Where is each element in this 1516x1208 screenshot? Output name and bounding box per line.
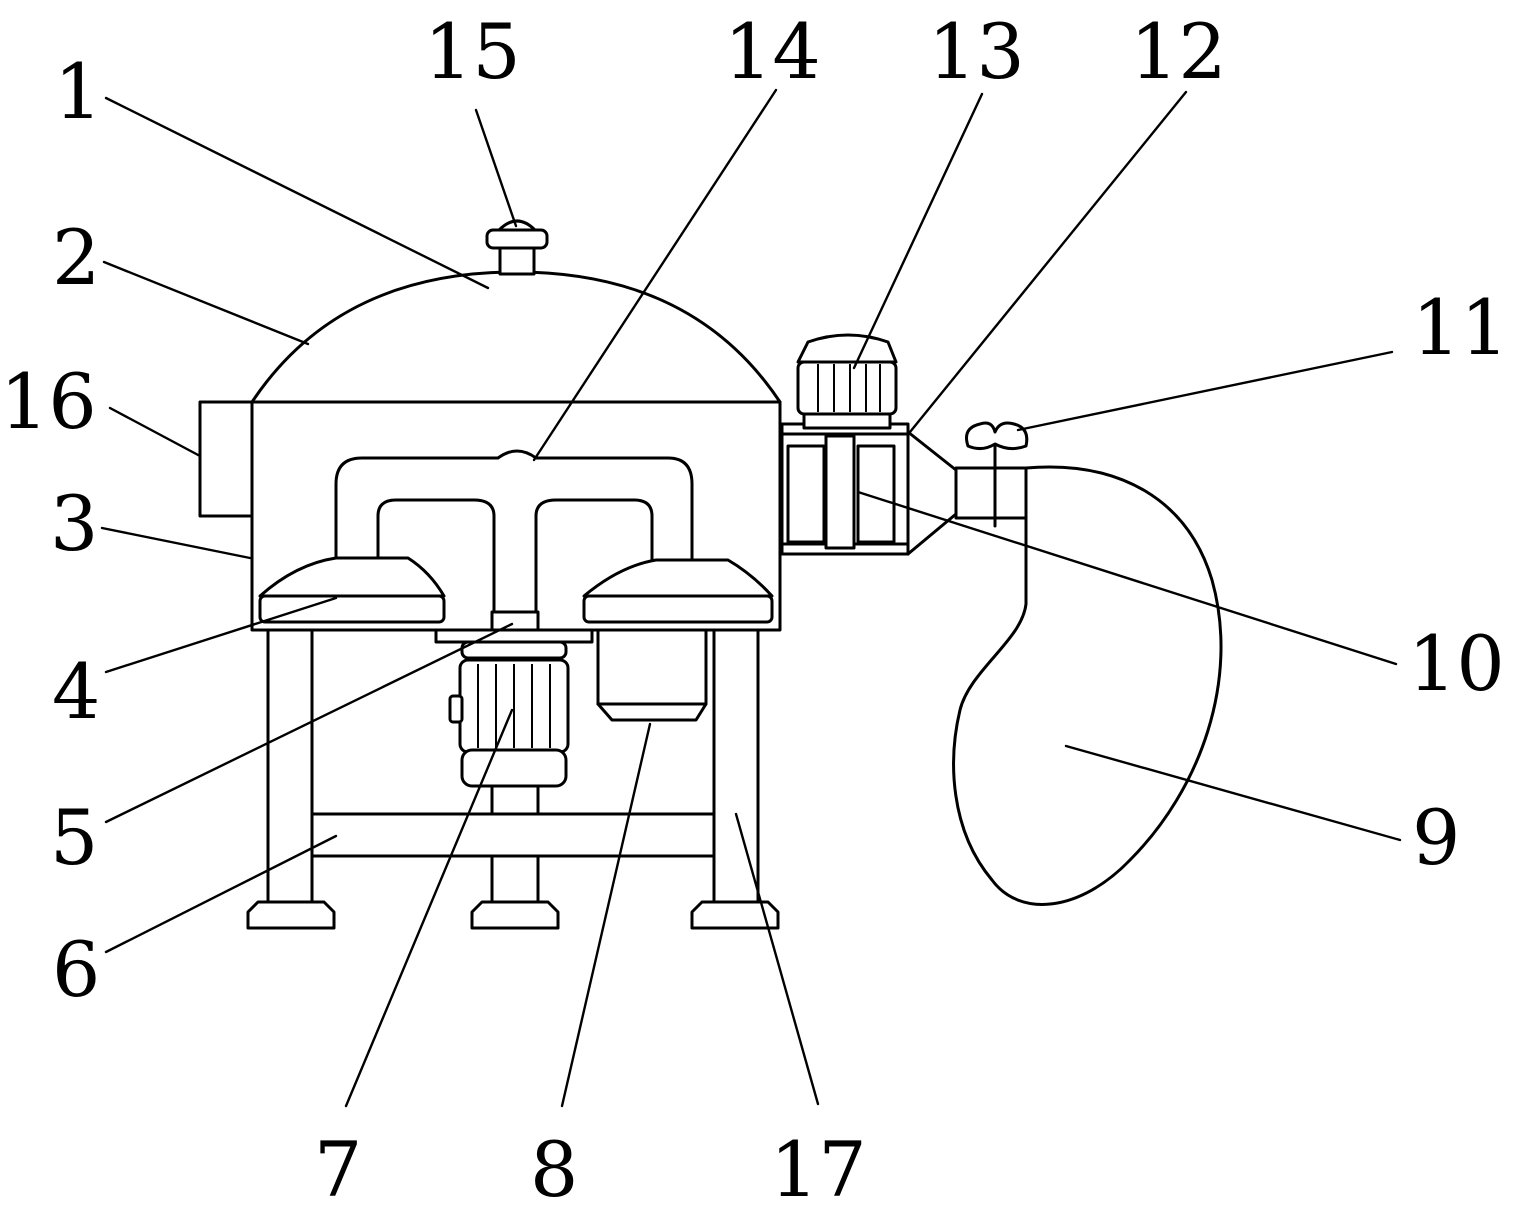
leader-6 xyxy=(104,834,338,954)
leader-4 xyxy=(104,596,338,674)
coupling xyxy=(490,610,540,632)
valve-handle xyxy=(965,421,1029,451)
leg-center xyxy=(490,854,540,904)
callout-2: 2 xyxy=(52,213,100,302)
leader-2 xyxy=(102,260,310,346)
machine-body xyxy=(198,219,1223,930)
outlet-cone xyxy=(906,430,958,556)
leader-17 xyxy=(734,812,820,1106)
outlet-pipe xyxy=(954,466,1028,520)
callout-1: 1 xyxy=(54,47,102,136)
leader-14 xyxy=(532,88,778,462)
motor-lower-side xyxy=(448,694,464,724)
leader-15 xyxy=(474,108,518,228)
right-hood-rim xyxy=(582,594,774,624)
callout-10: 10 xyxy=(1408,619,1505,708)
right-hood xyxy=(582,558,774,598)
callout-4: 4 xyxy=(52,647,100,736)
collector-bottom xyxy=(596,702,708,722)
callout-12: 12 xyxy=(1130,7,1227,96)
side-box xyxy=(198,400,254,518)
leader-10 xyxy=(856,490,1398,666)
callout-5: 5 xyxy=(50,793,98,882)
callout-17: 17 xyxy=(770,1125,867,1208)
leg-left xyxy=(266,628,314,904)
collector-body xyxy=(596,628,708,706)
fan-blade-left xyxy=(786,444,826,544)
callout-15: 15 xyxy=(424,7,521,96)
leader-16 xyxy=(108,406,202,458)
motor-lower-shaft xyxy=(490,784,540,818)
leader-13 xyxy=(852,92,984,370)
motor-lower-end xyxy=(460,748,568,788)
leader-5 xyxy=(104,622,514,824)
leader-8 xyxy=(560,722,652,1108)
bottom-plate xyxy=(434,628,594,644)
manifold-inner-right xyxy=(534,498,654,614)
left-hood xyxy=(258,556,446,598)
collection-bag xyxy=(952,465,1223,906)
leader-3 xyxy=(100,526,252,560)
leader-11 xyxy=(1016,350,1394,432)
callout-13: 13 xyxy=(928,7,1025,96)
fan-motor-base xyxy=(802,412,892,430)
foot-left xyxy=(246,900,336,930)
fan-motor-cap xyxy=(796,333,898,364)
callout-7: 7 xyxy=(314,1125,362,1208)
dome-lid xyxy=(250,270,782,404)
leader-1 xyxy=(104,96,490,290)
leg-right xyxy=(712,628,760,904)
callout-8: 8 xyxy=(530,1125,578,1208)
leader-9 xyxy=(1064,744,1402,842)
crossbar xyxy=(310,812,716,858)
callout-11: 11 xyxy=(1412,283,1509,372)
leader-12 xyxy=(908,90,1188,434)
vent-cap xyxy=(485,228,549,250)
callout-6: 6 xyxy=(52,925,100,1014)
callout-9: 9 xyxy=(1412,793,1460,882)
leader-7 xyxy=(344,708,514,1108)
foot-right xyxy=(690,900,780,930)
callout-14: 14 xyxy=(724,7,821,96)
manifold-inner xyxy=(376,498,496,614)
fan-motor-body xyxy=(796,360,898,416)
foot-center xyxy=(470,900,560,930)
coupling-ring xyxy=(460,640,568,660)
callout-16: 16 xyxy=(0,357,97,446)
callout-3: 3 xyxy=(50,479,98,568)
fan-blade-center xyxy=(824,434,856,550)
callout-labels: 1 2 3 4 5 6 7 8 9 10 11 12 13 14 15 16 1… xyxy=(0,7,1509,1208)
manifold-outer xyxy=(334,449,694,572)
left-hood-rim xyxy=(258,594,446,624)
leader-lines xyxy=(100,88,1402,1108)
